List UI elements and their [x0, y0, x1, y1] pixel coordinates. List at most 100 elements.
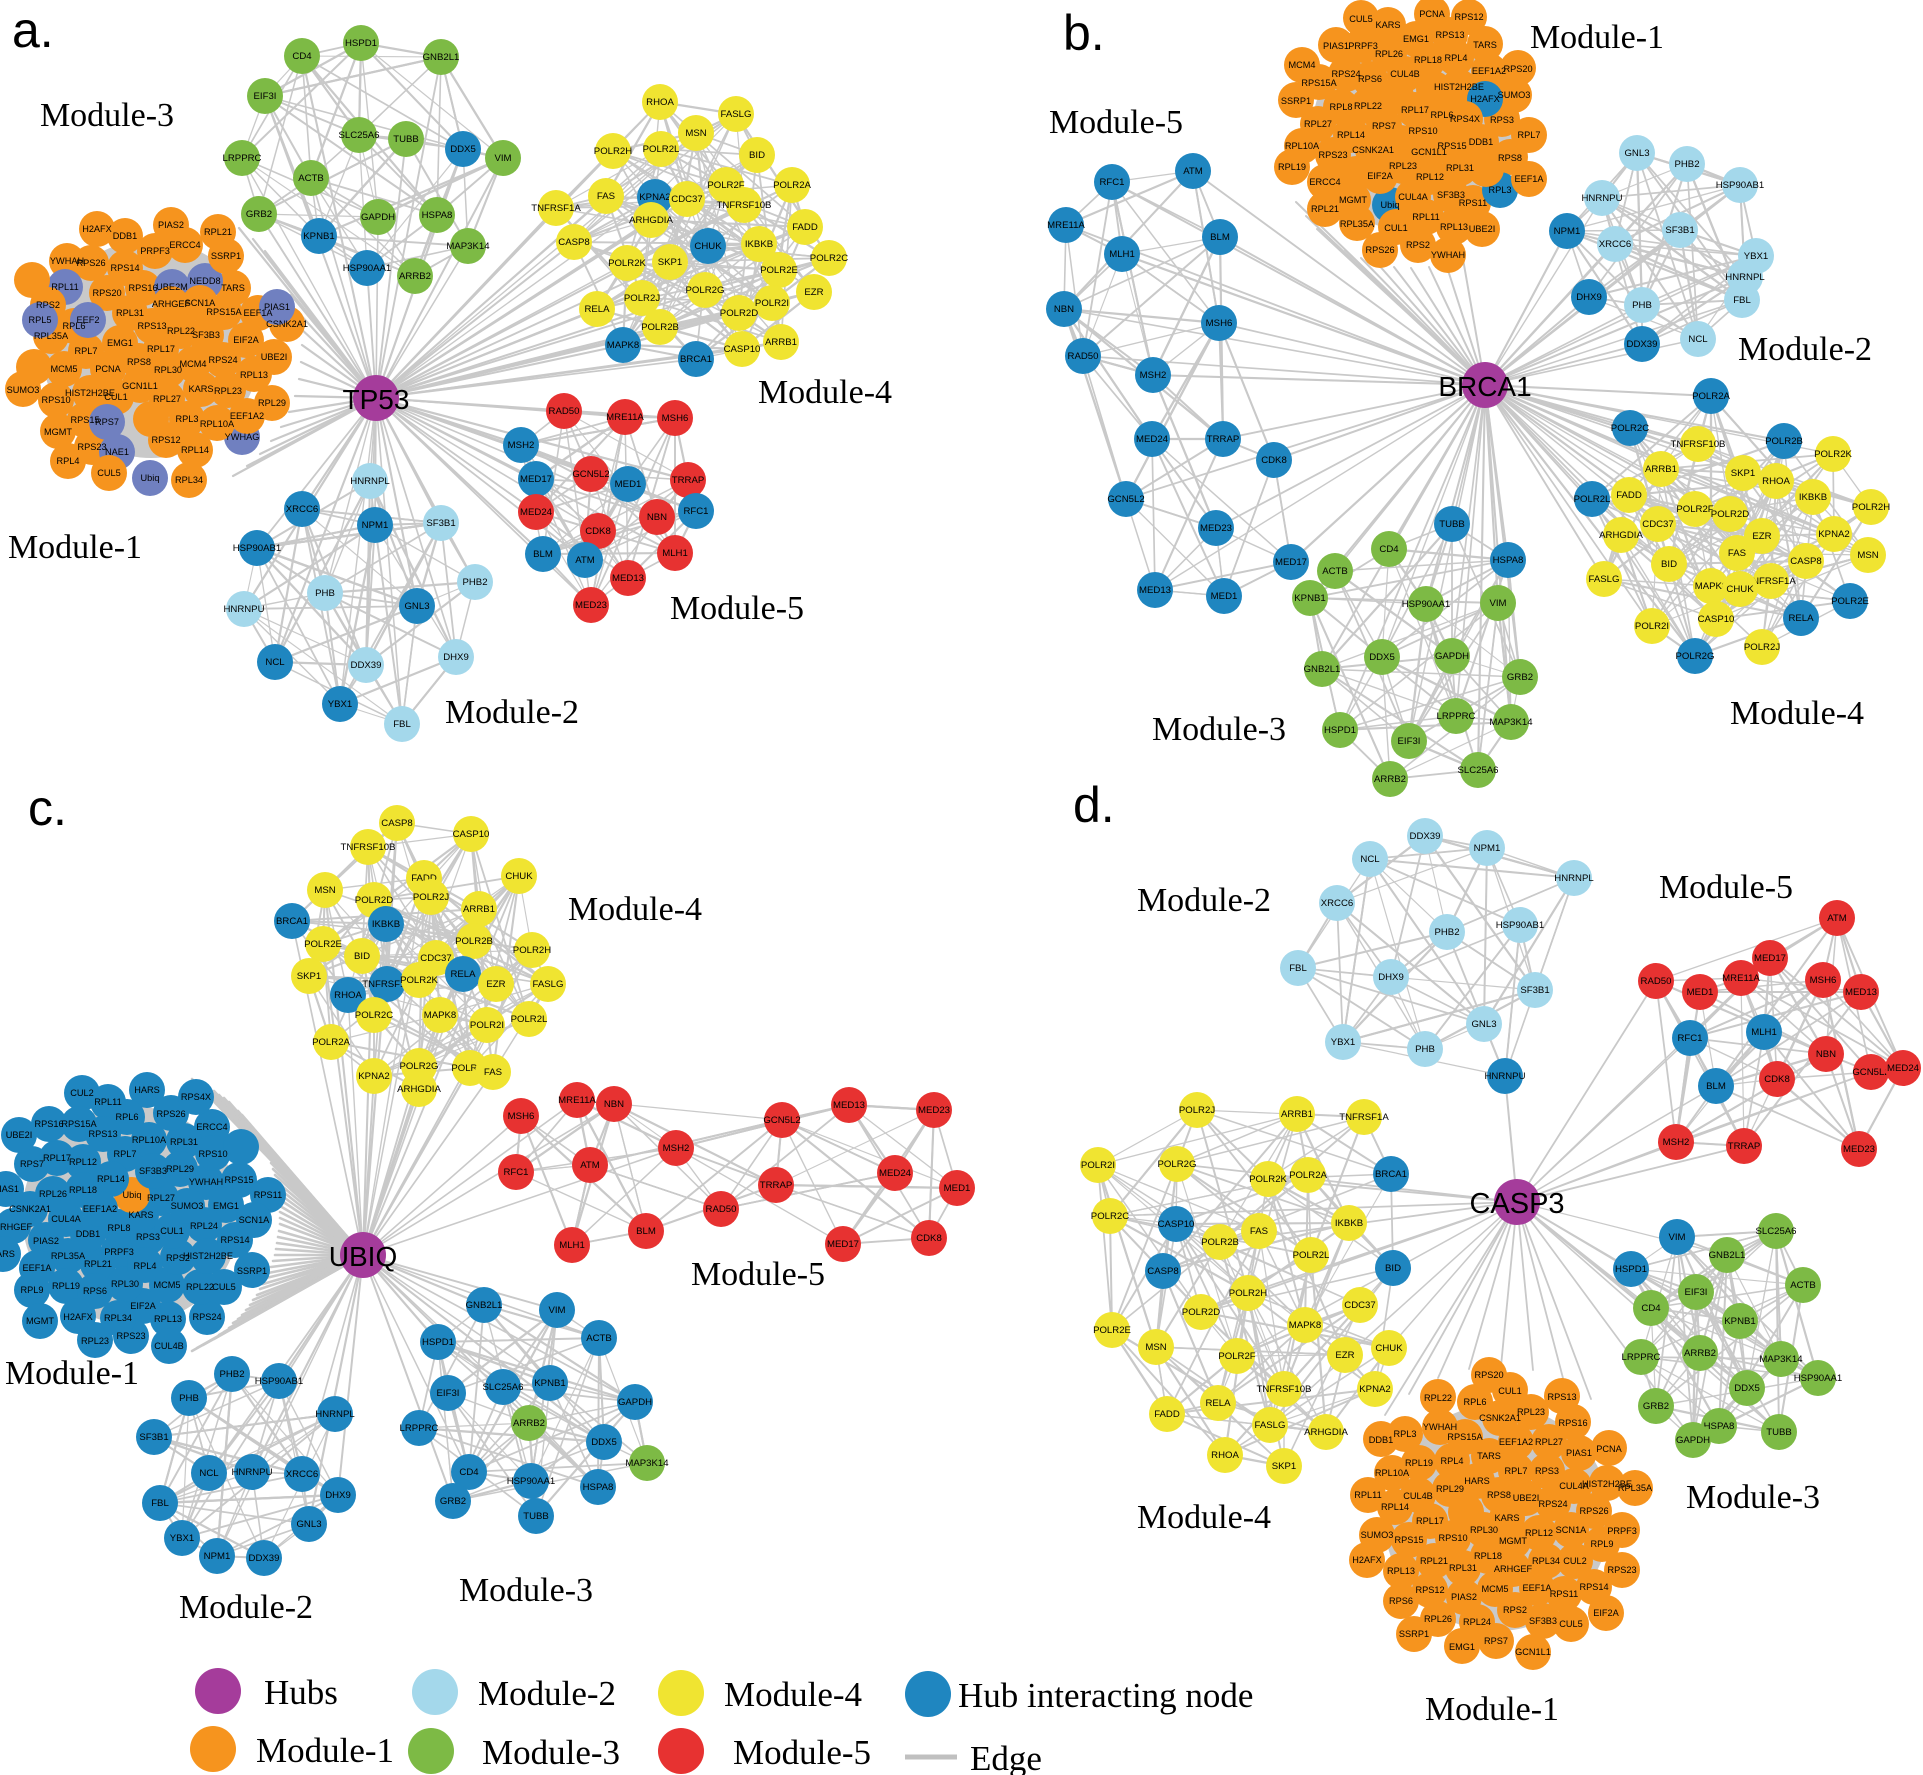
svg-text:DDX39: DDX39: [249, 1553, 280, 1564]
svg-text:POLR2I: POLR2I: [1635, 621, 1669, 632]
svg-text:MLH1: MLH1: [1109, 249, 1135, 260]
svg-text:FASLG: FASLG: [1255, 1420, 1286, 1431]
svg-text:SCN1A: SCN1A: [1556, 1525, 1588, 1535]
svg-text:ARHGDIA: ARHGDIA: [1304, 1427, 1348, 1438]
svg-text:SSRP1: SSRP1: [237, 1266, 267, 1276]
svg-text:GCN5L2: GCN5L2: [572, 469, 609, 480]
svg-text:RPS26: RPS26: [76, 258, 105, 268]
svg-text:ARRB1: ARRB1: [1645, 464, 1677, 475]
svg-text:PHB: PHB: [1415, 1044, 1435, 1055]
svg-text:GAPDH: GAPDH: [361, 212, 395, 223]
svg-text:RPS26: RPS26: [156, 1109, 185, 1119]
svg-text:RPS26: RPS26: [1365, 245, 1394, 255]
svg-text:POLR2H: POLR2H: [513, 945, 551, 956]
svg-text:Module-5: Module-5: [1659, 869, 1793, 906]
svg-text:EEF1A: EEF1A: [1514, 174, 1544, 184]
svg-text:HSP90AB1: HSP90AB1: [1496, 920, 1545, 931]
svg-text:TARS: TARS: [0, 1249, 15, 1259]
svg-text:RPL7: RPL7: [1518, 130, 1541, 140]
svg-text:EMG1: EMG1: [1449, 1642, 1475, 1652]
svg-text:POLR2B: POLR2B: [455, 936, 493, 947]
svg-text:GRB2: GRB2: [1643, 1401, 1669, 1412]
svg-text:POLR2F: POLR2F: [1676, 504, 1713, 515]
svg-text:RPS14: RPS14: [1579, 1582, 1608, 1592]
svg-text:POLR2L: POLR2L: [1574, 494, 1611, 505]
svg-text:TNFRSF10B: TNFRSF10B: [1671, 439, 1726, 450]
svg-text:PIAS1: PIAS1: [264, 302, 290, 312]
svg-text:CDK8: CDK8: [585, 526, 611, 537]
svg-text:MSH2: MSH2: [508, 440, 535, 451]
svg-text:RPL4: RPL4: [134, 1261, 157, 1271]
svg-text:FADD: FADD: [792, 222, 818, 233]
svg-text:HSPA8: HSPA8: [1493, 555, 1524, 566]
svg-text:CD4: CD4: [1641, 1303, 1661, 1314]
svg-text:EEF1A2: EEF1A2: [1499, 1437, 1533, 1447]
svg-text:CDC37: CDC37: [671, 194, 702, 205]
svg-text:EMG1: EMG1: [107, 338, 133, 348]
svg-text:ATM: ATM: [1827, 913, 1847, 924]
svg-text:MCM4: MCM4: [179, 359, 206, 369]
svg-text:Module-2: Module-2: [478, 1674, 616, 1713]
svg-text:POLR2A: POLR2A: [773, 180, 811, 191]
svg-text:Module-1: Module-1: [256, 1731, 394, 1770]
svg-text:EZR: EZR: [486, 979, 505, 990]
svg-text:ARRB1: ARRB1: [1281, 1109, 1313, 1120]
svg-text:HARS: HARS: [134, 1085, 160, 1095]
svg-text:GNL3: GNL3: [1471, 1019, 1496, 1030]
svg-text:YBX1: YBX1: [328, 699, 353, 710]
svg-text:CUL1: CUL1: [104, 392, 128, 402]
svg-text:RPL6: RPL6: [116, 1112, 139, 1122]
svg-text:FBL: FBL: [151, 1498, 169, 1509]
svg-text:RPL17: RPL17: [1416, 1516, 1444, 1526]
svg-text:HNRNPU: HNRNPU: [223, 604, 264, 615]
svg-text:Module-2: Module-2: [1738, 331, 1872, 368]
svg-text:DDX5: DDX5: [1369, 652, 1395, 663]
svg-text:CSNK2A1: CSNK2A1: [9, 1204, 51, 1214]
svg-text:MCM5: MCM5: [153, 1280, 180, 1290]
svg-text:CASP3: CASP3: [1469, 1188, 1564, 1220]
svg-text:MED13: MED13: [612, 573, 644, 584]
svg-text:FASLG: FASLG: [721, 109, 752, 120]
svg-text:ARRB2: ARRB2: [1684, 1348, 1716, 1359]
svg-text:CHUK: CHUK: [1375, 1343, 1403, 1354]
svg-text:TNFRSF1A: TNFRSF1A: [1746, 576, 1796, 587]
svg-text:DHX9: DHX9: [1378, 972, 1404, 983]
svg-text:Module-3: Module-3: [482, 1733, 620, 1772]
svg-text:CDC37: CDC37: [1344, 1300, 1375, 1311]
svg-text:RPL14: RPL14: [1381, 1502, 1409, 1512]
svg-text:RPS14: RPS14: [110, 263, 139, 273]
svg-text:TRRAP: TRRAP: [760, 1180, 793, 1191]
svg-text:MED24: MED24: [1136, 434, 1169, 445]
svg-text:NPM1: NPM1: [362, 520, 389, 531]
svg-text:RPS16: RPS16: [34, 1119, 63, 1129]
svg-text:CSNK2A1: CSNK2A1: [1479, 1413, 1521, 1423]
svg-text:RPS3: RPS3: [136, 1232, 160, 1242]
svg-text:NPM1: NPM1: [204, 1551, 231, 1562]
svg-text:MED23: MED23: [1843, 1144, 1875, 1155]
svg-text:EZR: EZR: [1752, 531, 1771, 542]
svg-text:HSPA8: HSPA8: [422, 210, 453, 221]
svg-text:ARHGEF: ARHGEF: [0, 1222, 33, 1232]
svg-text:UBE2I: UBE2I: [1513, 1493, 1540, 1503]
svg-text:FBL: FBL: [1289, 963, 1307, 974]
svg-text:UBIQ: UBIQ: [329, 1241, 397, 1272]
svg-text:PIAS2: PIAS2: [158, 220, 184, 230]
svg-text:MED24: MED24: [1887, 1063, 1920, 1074]
svg-text:RPL4: RPL4: [1441, 1456, 1464, 1466]
svg-text:BID: BID: [1661, 559, 1677, 570]
svg-text:RPS24: RPS24: [208, 355, 237, 365]
svg-text:YBX1: YBX1: [1744, 251, 1769, 262]
svg-text:DDB1: DDB1: [113, 231, 138, 241]
svg-text:RPL31: RPL31: [1449, 1563, 1477, 1573]
svg-text:FAS: FAS: [597, 191, 615, 202]
svg-text:Hub interacting node: Hub interacting node: [958, 1676, 1253, 1715]
svg-text:RPL6: RPL6: [63, 321, 86, 331]
svg-text:HNRNPU: HNRNPU: [231, 1467, 272, 1478]
svg-text:TRRAP: TRRAP: [1207, 434, 1240, 445]
svg-text:RPS6: RPS6: [83, 1286, 107, 1296]
svg-text:POLR2E: POLR2E: [304, 939, 342, 950]
svg-text:TP53: TP53: [343, 384, 410, 415]
svg-text:KARS: KARS: [1494, 1513, 1519, 1523]
svg-text:RAD50: RAD50: [1641, 976, 1672, 987]
svg-text:PCNA: PCNA: [1419, 9, 1445, 19]
